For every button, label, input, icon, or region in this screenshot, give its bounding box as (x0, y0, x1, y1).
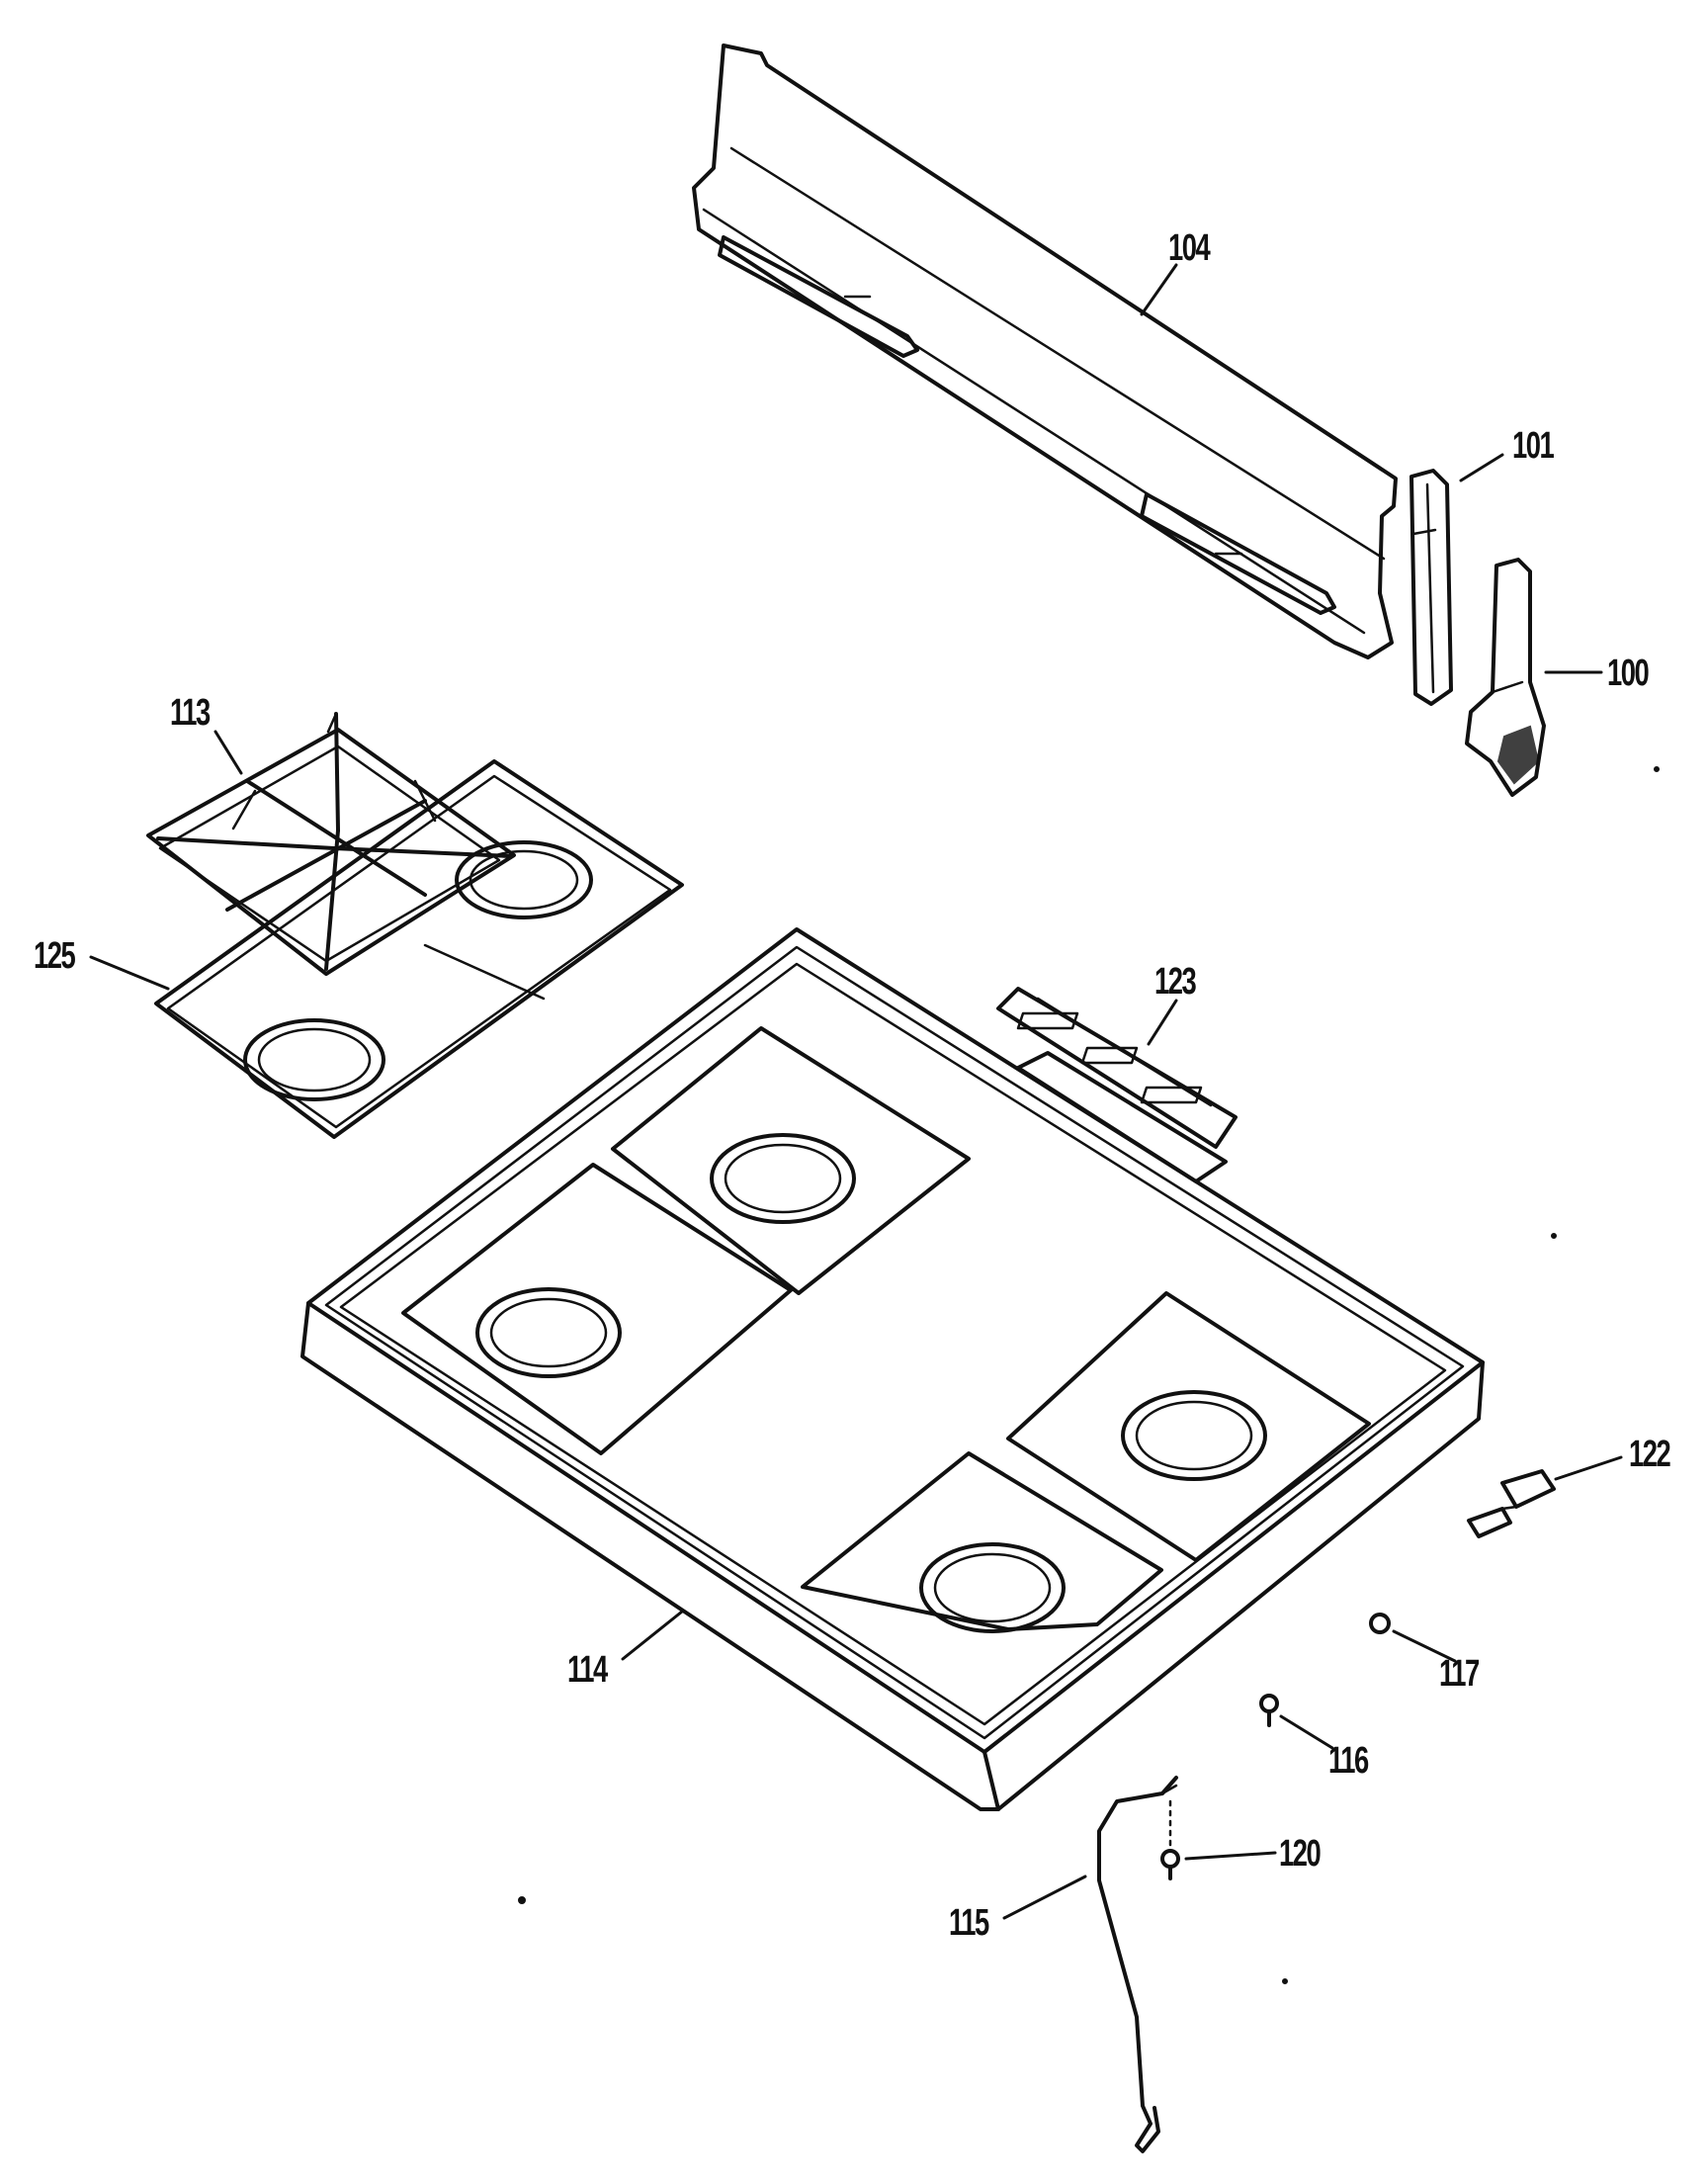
part-101-side-trim (1409, 469, 1453, 706)
leader-114 (621, 1610, 684, 1661)
leader-120 (1184, 1851, 1277, 1861)
leader-113 (214, 730, 243, 775)
leader-101 (1459, 453, 1504, 482)
callout-101: 101 (1512, 425, 1555, 467)
callout-100: 100 (1607, 653, 1650, 694)
callout-116: 116 (1328, 1740, 1369, 1782)
leader-122 (1554, 1455, 1623, 1481)
part-100-end-cap (1465, 558, 1546, 797)
part-115-rod (1097, 1776, 1178, 2153)
part-122-bracket (1467, 1469, 1556, 1538)
scan-specks (518, 766, 1660, 1984)
callout-113: 113 (170, 692, 211, 734)
callout-120: 120 (1279, 1833, 1322, 1875)
leader-lines (89, 263, 1623, 1920)
callout-114: 114 (567, 1649, 608, 1691)
part-113-burner-grate (146, 712, 516, 976)
leader-123 (1147, 999, 1178, 1046)
part-104-backsplash (692, 44, 1398, 659)
callout-122: 122 (1629, 1434, 1671, 1475)
leader-104 (1140, 263, 1178, 316)
part-117-nut (1369, 1613, 1391, 1634)
callout-104: 104 (1168, 227, 1211, 269)
leader-115 (1002, 1875, 1087, 1920)
callout-123: 123 (1154, 961, 1197, 1003)
callout-115: 115 (949, 1902, 989, 1944)
callout-125: 125 (34, 935, 76, 977)
leader-125 (89, 955, 170, 991)
callout-117: 117 (1439, 1653, 1480, 1695)
part-116-screw (1259, 1694, 1279, 1727)
part-123-vent-grille (996, 987, 1238, 1149)
part-125-drip-pan-assembly (154, 759, 684, 1139)
leader-117 (1392, 1629, 1457, 1663)
part-120-screw (1160, 1849, 1180, 1880)
part-114-main-cooktop (300, 927, 1485, 1811)
leader-116 (1279, 1714, 1334, 1750)
